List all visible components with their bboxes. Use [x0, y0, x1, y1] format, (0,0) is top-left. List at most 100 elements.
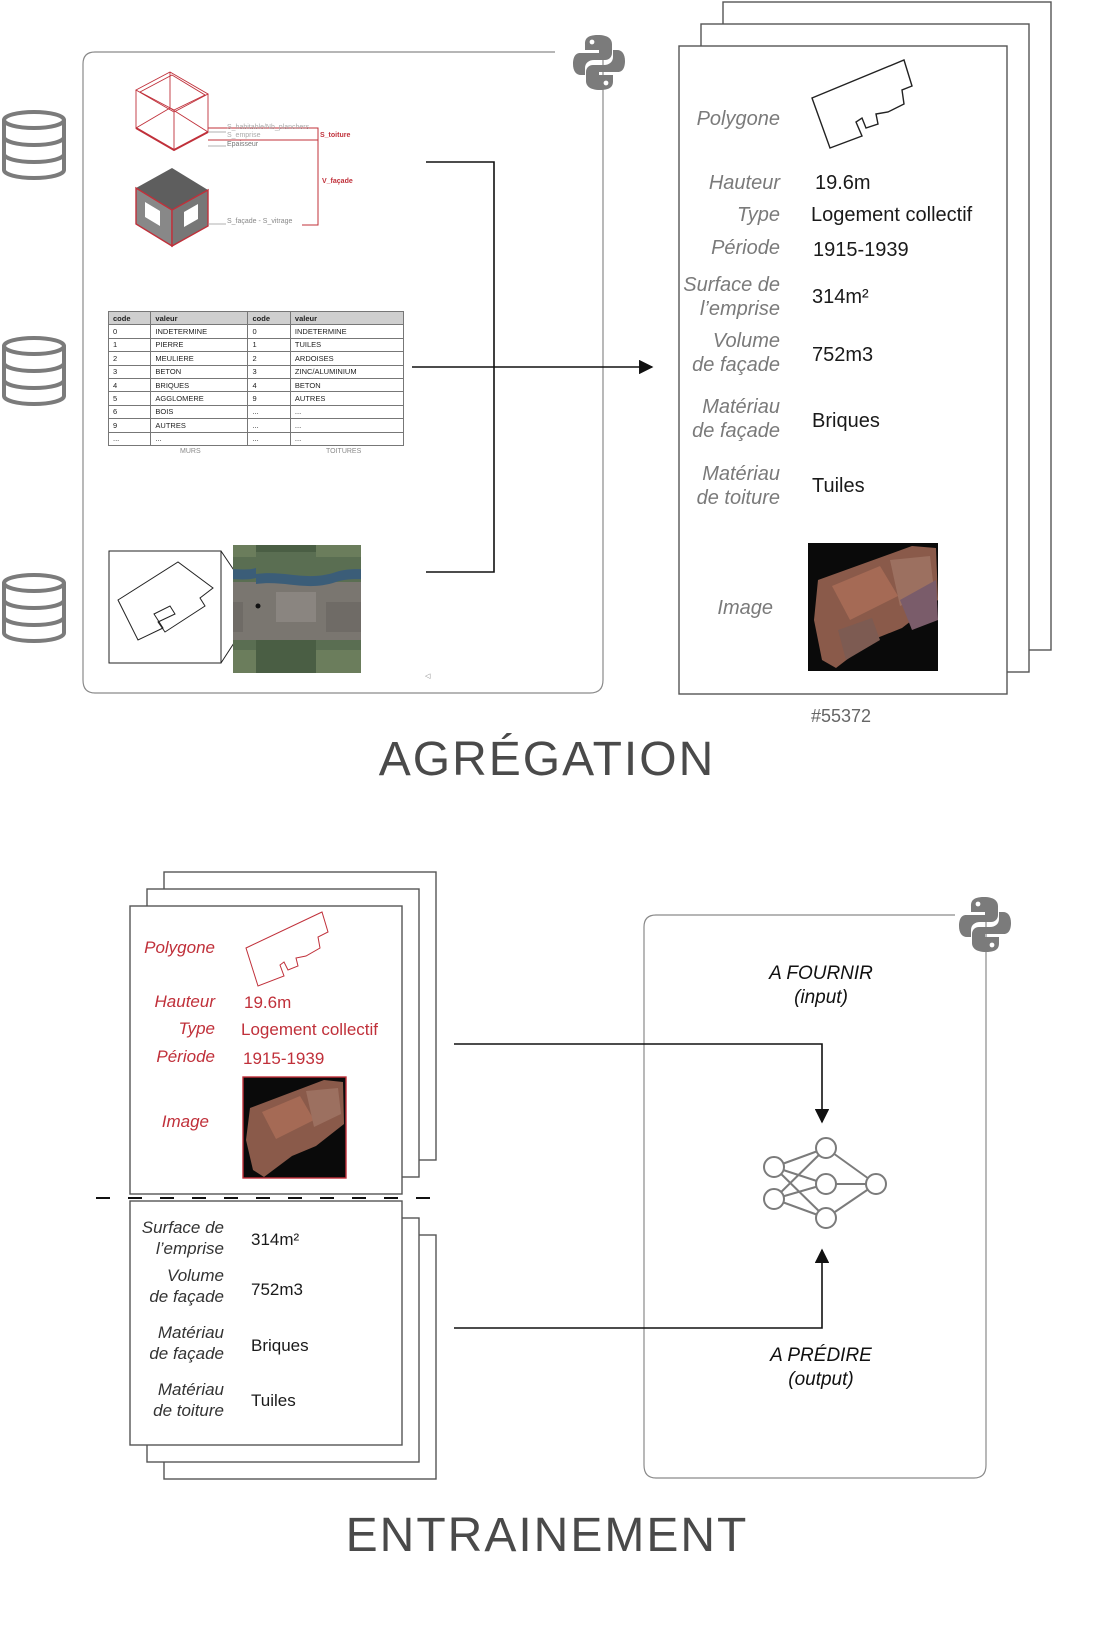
record-polygon-label: Polygone [696, 108, 780, 130]
table-cell: ... [247, 404, 291, 420]
title-aggregation: AGRÉGATION [378, 733, 716, 786]
isometric-solid-box [135, 168, 209, 248]
record-mat-toiture-value: Tuiles [812, 475, 865, 497]
train-polygon-label: Polygone [144, 938, 215, 957]
table-cell: INDETERMINE [289, 324, 405, 339]
aggregation-frame [82, 51, 604, 694]
table-cell: 9 [247, 391, 291, 406]
record-surface-label-1: Surface de [683, 274, 780, 296]
table-cell: ARDOISES [289, 351, 405, 366]
label-s-habitable: S_habitable/Nb_planchers [227, 124, 310, 131]
train-mat-toiture-value: Tuiles [251, 1391, 296, 1410]
train-type-label: Type [178, 1019, 215, 1038]
network-output-sublabel: (output) [788, 1369, 854, 1390]
record-id: #55372 [811, 706, 872, 726]
table-cell: 5 [107, 391, 152, 406]
label-s-toiture: S_toiture [320, 132, 351, 139]
train-volume-label-1: Volume [166, 1266, 224, 1285]
input-arrow [454, 1043, 830, 1124]
table-cell: 0 [247, 324, 291, 339]
record-mat-toiture-label-1: Matériau [702, 463, 780, 485]
record-mat-toiture-label-2: de toiture [696, 487, 780, 509]
network-output-label: A PRÉDIRE [770, 1345, 872, 1366]
table-cell: BOIS [150, 404, 249, 420]
record-periode-label: Période [711, 237, 780, 259]
table-cell: MEULIERE [150, 351, 249, 366]
record-mat-facade-label-2: de façade [692, 420, 780, 442]
record-periode-value: 1915-1939 [813, 239, 909, 261]
table-cell: ... [289, 418, 405, 433]
train-image-label: Image [161, 1112, 209, 1131]
record-volume-value: 752m3 [812, 344, 874, 366]
table-cell: BRIQUES [150, 377, 249, 393]
neural-network-icon [763, 1137, 887, 1229]
table-cell: 0 [107, 324, 152, 339]
table-cell: ... [289, 431, 405, 446]
record-volume-label-2: de façade [692, 354, 780, 376]
table-cell: BETON [150, 364, 249, 379]
train-mat-facade-label-2: de façade [149, 1344, 224, 1363]
table-header: code [107, 310, 152, 326]
table-cell: 3 [107, 364, 152, 379]
database-icon-1 [2, 110, 66, 180]
label-epaisseur: Epaisseur [227, 141, 259, 148]
record-surface-label-2: l’emprise [699, 298, 780, 320]
train-mat-toiture-label-1: Matériau [157, 1380, 224, 1399]
polygon-outline-small [117, 561, 214, 641]
train-mat-facade-label-1: Matériau [157, 1323, 224, 1342]
label-s-emprise: S_emprise [227, 132, 261, 139]
table-header: valeur [150, 310, 249, 326]
train-mat-toiture-label-2: de toiture [153, 1401, 224, 1420]
record-type-label: Type [737, 204, 780, 226]
train-hauteur-label: Hauteur [154, 992, 215, 1011]
record-hauteur-value: 19.6m [815, 172, 871, 194]
record-hauteur-label: Hauteur [708, 172, 780, 194]
svg-text:◁: ◁ [425, 673, 431, 680]
train-mat-facade-value: Briques [251, 1336, 309, 1355]
train-periode-value: 1915-1939 [243, 1049, 325, 1068]
table-caption-toitures: TOITURES [326, 448, 362, 455]
table-cell: AUTRES [150, 418, 249, 433]
network-input-sublabel: (input) [794, 987, 848, 1008]
aerial-map-image [233, 545, 361, 673]
train-volume-label-2: de façade [149, 1287, 224, 1306]
polygon-outline-record [811, 59, 913, 149]
table-cell: ... [289, 404, 405, 420]
rooftop-image-training [242, 1076, 347, 1179]
table-header: code [247, 310, 291, 326]
polygon-outline-training [245, 911, 329, 987]
table-cell: 4 [107, 377, 152, 393]
output-arrow [454, 1248, 830, 1329]
table-cell: AGGLOMERE [150, 391, 249, 406]
train-hauteur-value: 19.6m [244, 993, 292, 1012]
python-logo-icon-top [573, 35, 625, 90]
record-image-label: Image [717, 597, 773, 619]
python-logo-icon-bottom [959, 897, 1011, 952]
database-icon-2 [2, 336, 66, 406]
table-cell: TUILES [289, 337, 405, 353]
training-output-card [129, 1200, 403, 1446]
table-cell: 1 [247, 337, 291, 353]
table-cell: ... [150, 431, 249, 446]
table-row: ............ [107, 431, 405, 446]
rooftop-image-record [808, 543, 938, 671]
label-s-facade-vitrage: S_façade - S_vitrage [227, 218, 293, 225]
train-surface-label-2: l’emprise [155, 1239, 224, 1258]
table-cell: ... [247, 418, 291, 433]
training-frame [643, 914, 987, 1479]
table-cell: PIERRE [150, 337, 249, 353]
record-mat-facade-value: Briques [812, 410, 880, 432]
database-icon-3 [2, 573, 66, 643]
table-header: valeur [289, 310, 405, 326]
table-cell: 4 [247, 377, 291, 393]
train-surface-label-1: Surface de [141, 1218, 224, 1237]
table-cell: INDETERMINE [150, 324, 249, 339]
record-volume-label-1: Volume [712, 330, 780, 352]
